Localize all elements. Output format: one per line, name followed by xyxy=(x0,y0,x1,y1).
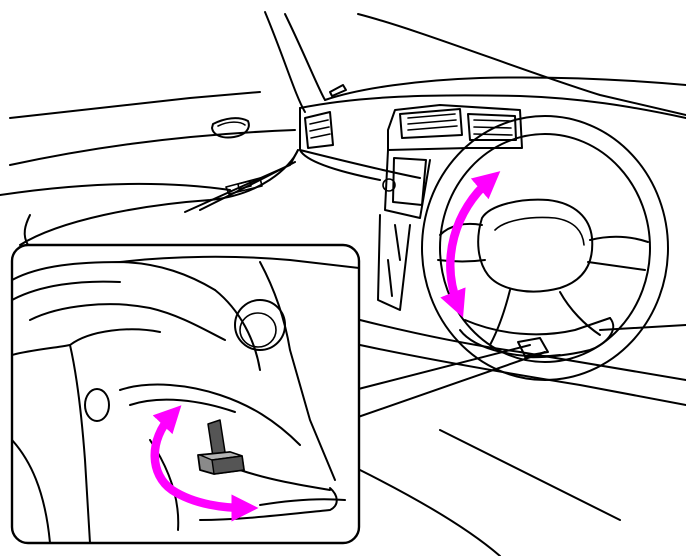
column-lever-area xyxy=(517,337,549,357)
steering-wheel xyxy=(421,115,669,381)
center-console-top xyxy=(387,104,523,151)
left-air-vent xyxy=(304,111,334,149)
callout-leader xyxy=(334,344,546,426)
wheel-rim-outer xyxy=(421,115,669,381)
wheel-hub-airbag xyxy=(477,198,594,293)
center-air-vent xyxy=(399,108,463,139)
wheel-rim-inner xyxy=(439,133,651,363)
knob-icon xyxy=(382,178,396,192)
center-display xyxy=(392,157,427,206)
door-handle xyxy=(211,117,250,139)
door-panel xyxy=(0,91,299,246)
windshield-frame xyxy=(264,11,686,116)
dashboard xyxy=(299,84,686,556)
main-adjust-arrow-icon xyxy=(440,171,501,318)
bolt-hole xyxy=(84,388,110,422)
column-hole xyxy=(234,299,286,351)
inset-detail xyxy=(10,243,361,545)
inset-adjust-arrow-icon xyxy=(150,405,259,522)
